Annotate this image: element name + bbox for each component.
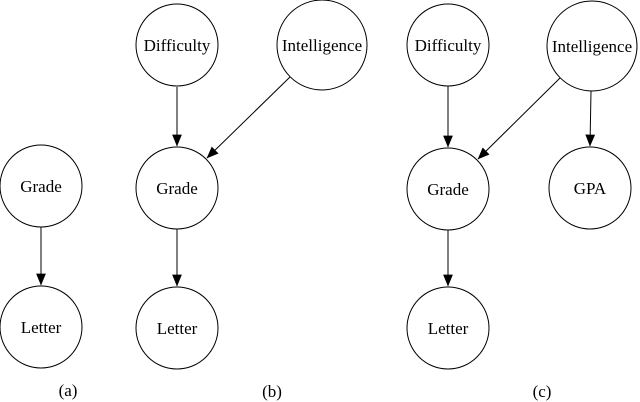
diagram-b: Difficulty Intelligence Grade Letter (b): [135, 0, 368, 401]
node-difficulty-label: Difficulty: [415, 36, 482, 55]
node-grade-label: Grade: [156, 179, 198, 198]
node-difficulty-label: Difficulty: [144, 36, 211, 55]
edge-intelligence-to-grade: [477, 77, 561, 160]
node-grade-label: Grade: [427, 180, 469, 199]
caption-b: (b): [262, 382, 282, 401]
node-difficulty-circle: [406, 3, 490, 87]
edge-intelligence-to-gpa: [585, 90, 596, 147]
node-letter-circle: [135, 286, 219, 370]
node-letter-label: Letter: [21, 318, 62, 337]
diagram-c: Difficulty Intelligence Grade GPA Letter…: [406, 0, 638, 401]
diagram-a: Grade Letter (a): [0, 144, 83, 400]
node-grade-circle: [0, 144, 83, 228]
node-letter-label: Letter: [428, 319, 469, 338]
node-letter-circle: [406, 286, 490, 370]
edge-intelligence-to-grade: [206, 76, 291, 159]
node-grade-label: Grade: [20, 177, 62, 196]
node-intelligence-circle: [276, 0, 368, 91]
node-intelligence-circle: [546, 0, 638, 92]
node-intelligence-label: Intelligence: [282, 36, 362, 55]
node-gpa-label: GPA: [574, 179, 607, 198]
node-grade-circle: [135, 146, 219, 230]
node-grade-circle: [406, 147, 490, 231]
caption-c: (c): [533, 382, 552, 401]
node-letter-circle: [0, 285, 83, 369]
node-difficulty-circle: [135, 3, 219, 87]
node-gpa-circle: [548, 146, 632, 230]
caption-a: (a): [59, 381, 78, 400]
node-intelligence-label: Intelligence: [552, 37, 632, 56]
node-letter-label: Letter: [157, 319, 198, 338]
